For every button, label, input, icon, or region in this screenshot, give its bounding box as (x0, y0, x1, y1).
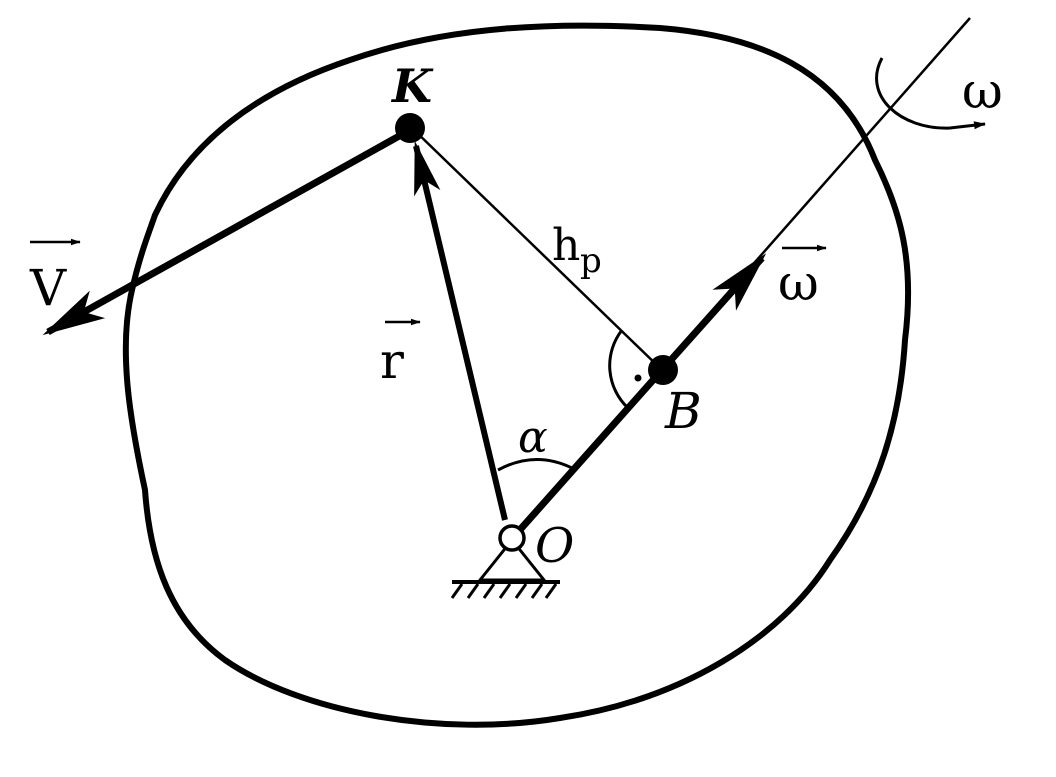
right-angle-marker (608, 329, 630, 410)
angle-alpha-arc (497, 458, 573, 472)
label-distance-sub: p (580, 241, 602, 281)
label-point-o: O (535, 518, 574, 574)
pivot-support (450, 524, 560, 599)
label-omega-rotation: ω (962, 62, 1003, 120)
label-radius-vector: r (380, 332, 404, 390)
rigid-body-outline (122, 22, 912, 728)
label-angle-alpha: α (518, 412, 548, 463)
point-b (648, 355, 678, 385)
right-angle-dot (634, 374, 642, 382)
pivot-o (498, 524, 526, 552)
radius-vector-r (413, 140, 508, 521)
label-point-b: B (664, 382, 702, 440)
segment-ob (515, 367, 665, 535)
velocity-vector-v (42, 126, 412, 336)
label-distance-h: h (552, 220, 580, 271)
distance-line-hp (411, 127, 663, 371)
label-velocity: V (29, 259, 67, 317)
point-k (395, 113, 425, 143)
label-omega-vector: ω (778, 254, 819, 312)
omega-vector (659, 253, 767, 373)
label-point-k: K (390, 59, 434, 113)
rotation-arrow (875, 57, 986, 130)
